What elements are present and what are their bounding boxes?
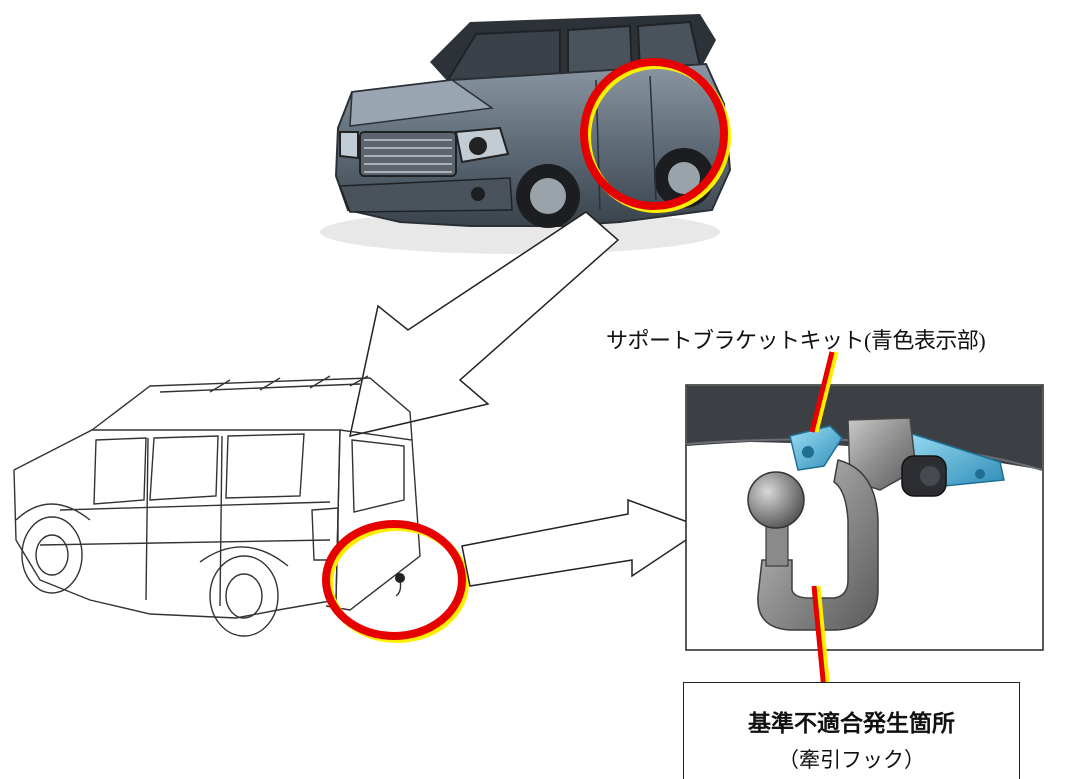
drawing-highlight-circle: [322, 520, 469, 643]
photo-highlight-circle: [580, 58, 731, 213]
support-bracket-leader: [809, 351, 839, 433]
support-bracket-label: サポートブラケットキット(青色表示部): [606, 328, 986, 353]
suv-line-drawing: [13, 375, 421, 637]
tow-hook-photo: [685, 384, 1044, 651]
defect-leader: [811, 585, 831, 691]
tow-hook-subtitle: （牽引フック）: [778, 748, 925, 772]
defect-location-title: 基準不適合発生箇所: [748, 710, 955, 736]
arrow-drawing-to-hook: [461, 498, 706, 587]
suv-photo: [320, 14, 732, 254]
tow-hook-mark: [395, 573, 405, 583]
defect-callout-box: [683, 682, 1020, 779]
arrow-photo-to-drawing: [349, 211, 620, 437]
